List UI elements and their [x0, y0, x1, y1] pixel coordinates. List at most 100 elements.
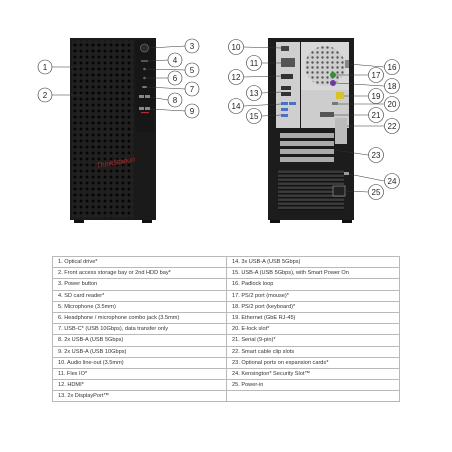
displayport-1[interactable]: [281, 86, 291, 90]
legend-row: 1. Optical drive*14. 3x USB-A (USB 5Gbps…: [52, 255, 400, 269]
callout-23: 23: [368, 147, 384, 163]
legend-item: 11. Flex IO*: [52, 367, 227, 381]
legend-item: 3. Power button: [52, 278, 227, 291]
callout-18: 18: [384, 78, 400, 94]
usb-a-rear-2[interactable]: [289, 102, 296, 105]
legend-item: 7. USB-C* (USB 10Gbps), data transfer on…: [52, 323, 227, 336]
headphone-jack[interactable]: [143, 76, 146, 80]
usb-a-10gbps-2[interactable]: [145, 107, 150, 110]
usb-c-port[interactable]: [142, 86, 147, 88]
front-foot-left: [74, 220, 84, 223]
power-button[interactable]: [140, 43, 149, 53]
rear-foot-left: [270, 220, 280, 223]
callout-1: 1: [37, 59, 53, 75]
legend-item: 18. PS/2 port (keyboard)*: [226, 300, 400, 313]
rear-view: [268, 38, 354, 223]
svg-text:16: 16: [388, 63, 397, 72]
legend-item: 24. Kensington* Security Slot™: [226, 367, 400, 381]
svg-text:15: 15: [250, 112, 259, 121]
legend-item: 5. Microphone (3.5mm): [52, 300, 227, 313]
kensington-slot[interactable]: [344, 172, 349, 175]
svg-text:2: 2: [43, 91, 48, 100]
cable-clip-slots[interactable]: [335, 118, 347, 144]
legend-item: 2. Front access storage bay or 2nd HDD b…: [52, 267, 227, 280]
displayport-2[interactable]: [281, 92, 291, 96]
legend-item: 25. Power-in: [226, 379, 400, 392]
callout-22: 22: [384, 118, 400, 134]
legend-item: 1. Optical drive*: [52, 255, 227, 269]
usb-a-rear-1[interactable]: [281, 102, 288, 105]
expansion-slot-1[interactable]: [280, 133, 334, 138]
legend-row: 13. 2x DisplayPort™: [52, 390, 400, 403]
svg-text:17: 17: [372, 71, 381, 80]
ps2-mouse[interactable]: [330, 72, 336, 78]
svg-text:18: 18: [388, 82, 397, 91]
rear-io-panel: [276, 42, 300, 128]
microphone-jack[interactable]: [143, 67, 146, 71]
svg-text:19: 19: [372, 92, 381, 101]
ethernet-port[interactable]: [336, 92, 344, 99]
svg-text:22: 22: [388, 122, 397, 131]
flex-io[interactable]: [281, 58, 295, 67]
svg-text:7: 7: [190, 85, 195, 94]
svg-text:14: 14: [232, 102, 241, 111]
usb-a-5gbps-2[interactable]: [145, 95, 150, 98]
rear-foot-right: [342, 220, 352, 223]
callout-14: 14: [228, 98, 244, 114]
svg-text:1: 1: [43, 63, 48, 72]
legend-item: 16. Padlock loop: [226, 278, 400, 291]
usb-a-rear-3[interactable]: [281, 108, 288, 111]
e-lock-slot[interactable]: [332, 102, 338, 105]
ps2-keyboard[interactable]: [330, 80, 336, 86]
sd-card-reader[interactable]: [141, 60, 148, 62]
legend-row: 9. 2x USB-A (USB 10Gbps)22. Smart cable …: [52, 345, 400, 358]
front-grille: [72, 40, 134, 218]
callout-11: 11: [246, 55, 262, 71]
audio-line-out[interactable]: [281, 46, 289, 51]
usb-a-5gbps-1[interactable]: [139, 95, 144, 98]
svg-text:12: 12: [232, 73, 241, 82]
usb-a-10gbps-1[interactable]: [139, 107, 144, 110]
svg-text:24: 24: [388, 177, 397, 186]
svg-text:10: 10: [232, 43, 241, 52]
callout-5: 5: [184, 62, 200, 78]
svg-text:6: 6: [173, 74, 178, 83]
power-in-socket[interactable]: [332, 185, 346, 197]
callout-13: 13: [246, 85, 262, 101]
legend-item: 20. E-lock slot*: [226, 323, 400, 336]
expansion-slot-4[interactable]: [280, 157, 334, 162]
serial-port[interactable]: [320, 112, 334, 117]
legend-row: 8. 2x USB-A (USB 5Gbps)21. Serial (9-pin…: [52, 334, 400, 347]
callout-4: 4: [167, 52, 183, 68]
product-port-diagram: ThinkStation: [37, 38, 400, 223]
legend-item: [226, 390, 400, 403]
padlock-loop[interactable]: [345, 60, 349, 68]
svg-text:9: 9: [190, 107, 195, 116]
port-legend-table: 1. Optical drive*14. 3x USB-A (USB 5Gbps…: [52, 255, 400, 403]
usb-a-smart-power-on[interactable]: [281, 114, 288, 117]
svg-text:3: 3: [190, 42, 195, 51]
hdmi-port[interactable]: [281, 74, 293, 79]
callout-8: 8: [167, 92, 183, 108]
expansion-slot-3[interactable]: [280, 149, 334, 154]
front-callouts: 1 2 3 4 5 6 7 8 9: [37, 38, 200, 119]
callout-21: 21: [368, 107, 384, 123]
front-foot-right: [142, 220, 152, 223]
expansion-slot-2[interactable]: [280, 141, 334, 146]
legend-item: 12. HDMI*: [52, 379, 227, 392]
callout-12: 12: [228, 69, 244, 85]
legend-item: 8. 2x USB-A (USB 5Gbps): [52, 334, 227, 347]
legend-row: 6. Headphone / microphone combo jack (3.…: [52, 311, 400, 325]
legend-item: 15. USB-A (USB 5Gbps), with Smart Power …: [226, 267, 400, 280]
legend-item: 19. Ethernet (GbE RJ-45): [226, 311, 400, 325]
legend-item: 22. Smart cable clip slots: [226, 345, 400, 358]
legend-row: 4. SD card reader*17. PS/2 port (mouse)*: [52, 289, 400, 302]
legend-row: 2. Front access storage bay or 2nd HDD b…: [52, 267, 400, 280]
svg-text:8: 8: [173, 96, 178, 105]
svg-text:13: 13: [250, 89, 259, 98]
svg-text:5: 5: [190, 66, 195, 75]
callout-10: 10: [228, 39, 244, 55]
callout-lines: [52, 45, 385, 193]
legend-item: 17. PS/2 port (mouse)*: [226, 289, 400, 302]
